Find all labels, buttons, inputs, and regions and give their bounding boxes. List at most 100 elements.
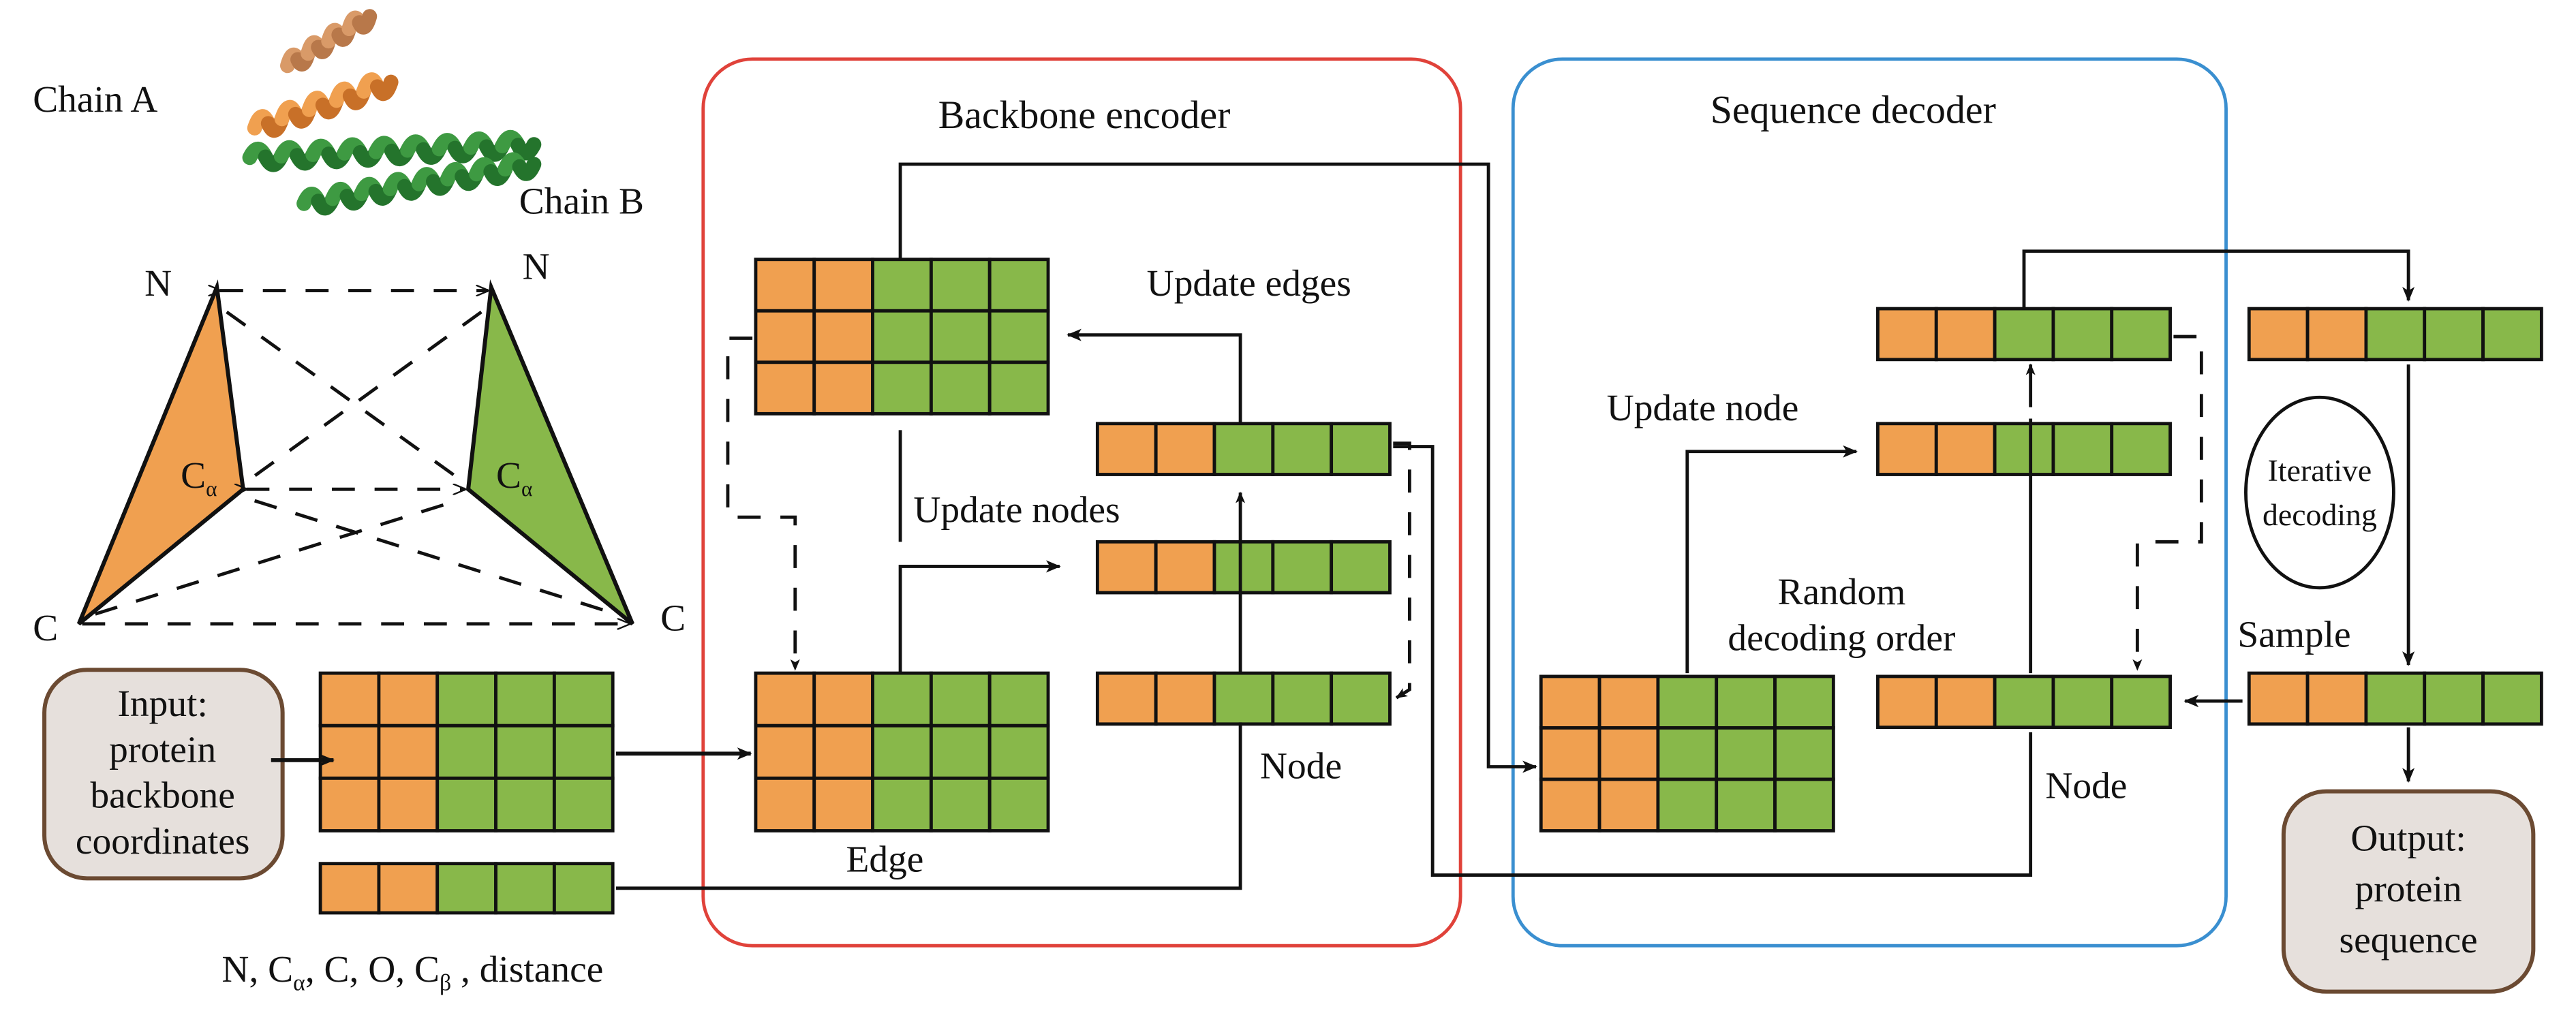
chain-b-feature-cell [552, 862, 615, 915]
chain-b-feature-cell [1330, 540, 1392, 595]
encoder-node-label: Node [1260, 745, 1342, 786]
encoder-node-vector [1095, 671, 1392, 726]
encoder-node-middle [1095, 540, 1392, 595]
helix-segment [369, 74, 399, 101]
distance-line-c-ca [95, 499, 457, 616]
output-box-line-2: protein [2355, 868, 2462, 909]
chain-a-feature-cell [1597, 777, 1660, 832]
chain-a-feature-cell [1876, 674, 1938, 730]
dashed-loop-edge-iteration [726, 337, 800, 671]
chain-b-feature-cell [1212, 671, 1275, 726]
chain-a-feature-cell [1597, 674, 1660, 730]
arrow-decoder-to-sequence [2022, 249, 2415, 309]
chain-b-feature-cell [871, 258, 933, 313]
chain-b-feature-cell [1656, 726, 1719, 781]
chain-a-feature-cell [1095, 422, 1158, 476]
random-order-label-line-1: Random [1777, 571, 1905, 612]
arrow-update-nodes [898, 560, 1061, 674]
encoder-node-updated [1095, 422, 1392, 476]
chain-b-feature-cell [1271, 540, 1334, 595]
chain-b-feature-cell [2481, 671, 2543, 726]
chain-b-feature-cell [1715, 777, 1777, 832]
decoder-node-top [1876, 307, 2172, 362]
chain-b-feature-cell [929, 671, 992, 728]
chain-b-feature-cell [987, 723, 1050, 780]
chain-a-feature-cell [377, 862, 440, 915]
protein-ribbon-illustration [242, 9, 542, 216]
distance-line-n-ca [226, 310, 461, 481]
chain-b-feature-cell [2364, 671, 2427, 726]
chain-b-feature-cell [1212, 422, 1275, 476]
line-encoder-edges-to-decoder [898, 162, 1537, 773]
chain-b-feature-cell [987, 671, 1050, 728]
helix-segment [352, 9, 378, 35]
chain-a-feature-cell [1095, 540, 1158, 595]
ca-atom-label-right: Cα [496, 454, 532, 501]
chain-b-feature-cell [1773, 777, 1835, 832]
chain-b-feature-cell [987, 309, 1050, 364]
chain-b-feature-cell [552, 723, 615, 780]
update-node-label: Update node [1607, 387, 1799, 428]
chain-a-feature-cell [812, 776, 874, 832]
chain-a-feature-cell [377, 776, 440, 832]
decoder-node-label: Node [2045, 764, 2127, 806]
chain-b-label: Chain B [519, 180, 644, 221]
input-box-line-1: Input: [117, 683, 207, 724]
chain-a-feature-cell [1876, 307, 1938, 362]
chain-a-label: Chain A [33, 78, 157, 120]
chain-b-feature-cell [871, 671, 933, 728]
chain-b-feature-cell [929, 309, 992, 364]
chain-b-feature-cell [435, 776, 497, 832]
c-atom-label-left: C [33, 607, 58, 649]
chain-b-feature-cell [1271, 671, 1334, 726]
chain-a-feature-cell [2305, 671, 2368, 726]
iterative-decoding-cycle [2244, 395, 2395, 590]
connectors [271, 162, 2415, 890]
chain-b-feature-cell [2423, 671, 2485, 726]
chain-a-feature-cell [2247, 307, 2310, 362]
chain-a-feature-cell [1539, 674, 1601, 730]
input-box-line-3: backbone [90, 775, 234, 816]
n-atom-label-left: N [144, 262, 172, 304]
chain-b-triangle [465, 279, 634, 626]
chain-a-feature-cell [1154, 671, 1216, 726]
helix-segment [510, 137, 542, 161]
backbone-geometry: N N C C Cα Cα [33, 246, 686, 649]
chain-a-feature-cell [812, 723, 874, 780]
chain-b-helix [242, 130, 542, 216]
chain-a-feature-cell [377, 671, 440, 728]
chain-a-feature-cell [2247, 671, 2310, 726]
encoder-edge-matrix-top [754, 258, 1050, 416]
chain-a-feature-cell [1154, 540, 1216, 595]
chain-a-feature-cell [1934, 422, 1997, 476]
chain-b-feature-cell [1715, 674, 1777, 730]
backbone-encoder-title: Backbone encoder [938, 93, 1231, 137]
chain-b-feature-cell [2051, 422, 2114, 476]
chain-a-feature-cell [812, 671, 874, 728]
chain-b-feature-cell [2423, 307, 2485, 362]
chain-b-feature-cell [929, 776, 992, 832]
chain-b-feature-cell [871, 723, 933, 780]
encoder-edge-matrix [754, 671, 1050, 832]
chain-b-feature-cell [494, 862, 556, 915]
chain-a-feature-cell [1934, 307, 1997, 362]
chain-b-feature-cell [987, 258, 1050, 313]
chain-b-feature-cell [435, 671, 497, 728]
chain-b-feature-cell [494, 776, 556, 832]
chain-a-feature-cell [1934, 674, 1997, 730]
chain-a-feature-cell [318, 671, 381, 728]
input-box: Input: protein backbone coordinates [42, 668, 285, 881]
update-nodes-label: Update nodes [913, 488, 1120, 530]
chain-a-feature-cell [1597, 726, 1660, 781]
chain-b-feature-cell [1993, 307, 2055, 362]
output-box-line-3: sequence [2340, 919, 2478, 961]
line-encoder-nodes-to-decoder [1393, 445, 2033, 877]
ca-atom-label-left: Cα [181, 454, 217, 501]
chain-a-feature-cell [754, 671, 816, 728]
chain-b-feature-cell [2110, 674, 2172, 730]
c-atom-label-right: C [660, 597, 686, 638]
chain-b-feature-cell [2110, 307, 2172, 362]
chain-b-feature-cell [1330, 422, 1392, 476]
chain-a-triangle [76, 279, 245, 626]
